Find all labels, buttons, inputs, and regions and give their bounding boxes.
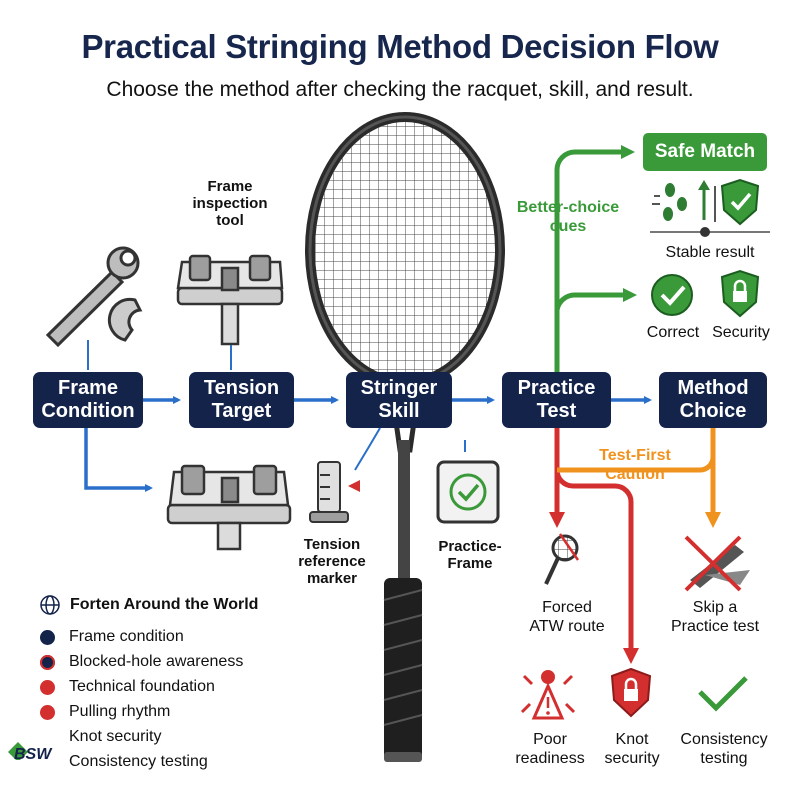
red-branch-arrows xyxy=(549,428,639,664)
stable-result-icons xyxy=(650,178,770,237)
green-branch-arrows xyxy=(554,145,637,372)
security-shield-icon xyxy=(720,269,760,318)
label-tension-reference-marker: Tension reference marker xyxy=(298,536,366,587)
legend-item-label: Consistency testing xyxy=(69,753,208,770)
legend-item: Technical foundation xyxy=(40,678,215,696)
node-tension-target: Tension Target xyxy=(189,372,294,428)
label-consistency-testing: Consistency testing xyxy=(680,731,768,767)
legend-dot-empty xyxy=(40,730,55,745)
legend-item: Consistency testing xyxy=(40,753,208,771)
node-practice-test: Practice Test xyxy=(502,372,611,428)
label-frame-inspection-tool: Frame inspection tool xyxy=(192,178,268,229)
node-safe-match: Safe Match xyxy=(643,133,767,171)
legend-dot xyxy=(40,704,55,720)
label-stable-result: Stable result xyxy=(665,244,755,261)
legend-item-label: Pulling rhythm xyxy=(69,703,171,720)
legend-dot xyxy=(40,629,55,645)
main-flow-arrows xyxy=(84,340,652,492)
poor-readiness-icon xyxy=(520,670,576,720)
legend-item: Blocked-hole awareness xyxy=(40,653,243,671)
label-knot-security: Knot security xyxy=(604,731,660,767)
node-stringer-skill: Stringer Skill xyxy=(346,372,452,428)
legend-item: Frame condition xyxy=(40,628,184,646)
orange-branch-arrows xyxy=(557,428,721,528)
legend-item: Knot security xyxy=(40,728,161,746)
legend-dot xyxy=(40,679,55,695)
tension-marker-icon xyxy=(309,461,360,523)
label-test-first-caution: Test-First Caution xyxy=(599,447,671,483)
page-subtitle: Choose the method after checking the rac… xyxy=(106,78,694,101)
consistency-testing-icon xyxy=(698,676,748,712)
racquet-illustration xyxy=(305,112,505,762)
node-method-choice-label: Method Choice xyxy=(677,377,749,422)
globe-icon xyxy=(40,595,60,615)
correct-icon xyxy=(651,274,693,316)
label-skip-practice-test: Skip a Practice test xyxy=(670,599,760,635)
node-frame-condition: Frame Condition xyxy=(33,372,143,428)
label-practice-frame: Practice- Frame xyxy=(438,538,502,572)
node-method-choice: Method Choice xyxy=(659,372,767,428)
legend-item-label: Frame condition xyxy=(69,628,184,645)
label-poor-readiness: Poor readiness xyxy=(515,731,585,767)
stringing-machine-icon xyxy=(166,464,292,551)
legend-item-label: Technical foundation xyxy=(69,678,215,695)
label-forced-atw-route: Forced ATW route xyxy=(529,599,605,635)
knot-security-icon xyxy=(610,667,652,718)
node-stringer-skill-label: Stringer Skill xyxy=(360,377,438,422)
frame-inspection-tool-icon xyxy=(176,254,284,346)
legend-item-label: Blocked-hole awareness xyxy=(69,653,244,670)
legend-dot-blocked xyxy=(40,654,55,670)
node-frame-condition-label: Frame Condition xyxy=(41,377,135,422)
label-correct: Correct xyxy=(646,324,700,341)
skip-practice-test-icon xyxy=(684,535,750,592)
node-practice-test-label: Practice Test xyxy=(517,377,596,422)
logo-icon xyxy=(8,742,65,776)
practice-frame-icon xyxy=(436,440,500,524)
label-better-choice-cues: Better-choice cues xyxy=(516,199,620,235)
forced-atw-route-icon xyxy=(544,533,580,585)
legend-item: Pulling rhythm xyxy=(40,703,170,721)
logo: BSW xyxy=(14,746,52,763)
page-title: Practical Stringing Method Decision Flow xyxy=(81,28,719,65)
legend-item-label: Knot security xyxy=(69,728,162,745)
label-security: Security xyxy=(712,324,770,341)
node-tension-target-label: Tension Target xyxy=(203,377,280,422)
legend-heading: Forten Around the World xyxy=(70,596,259,613)
wrench-icon xyxy=(45,246,143,348)
